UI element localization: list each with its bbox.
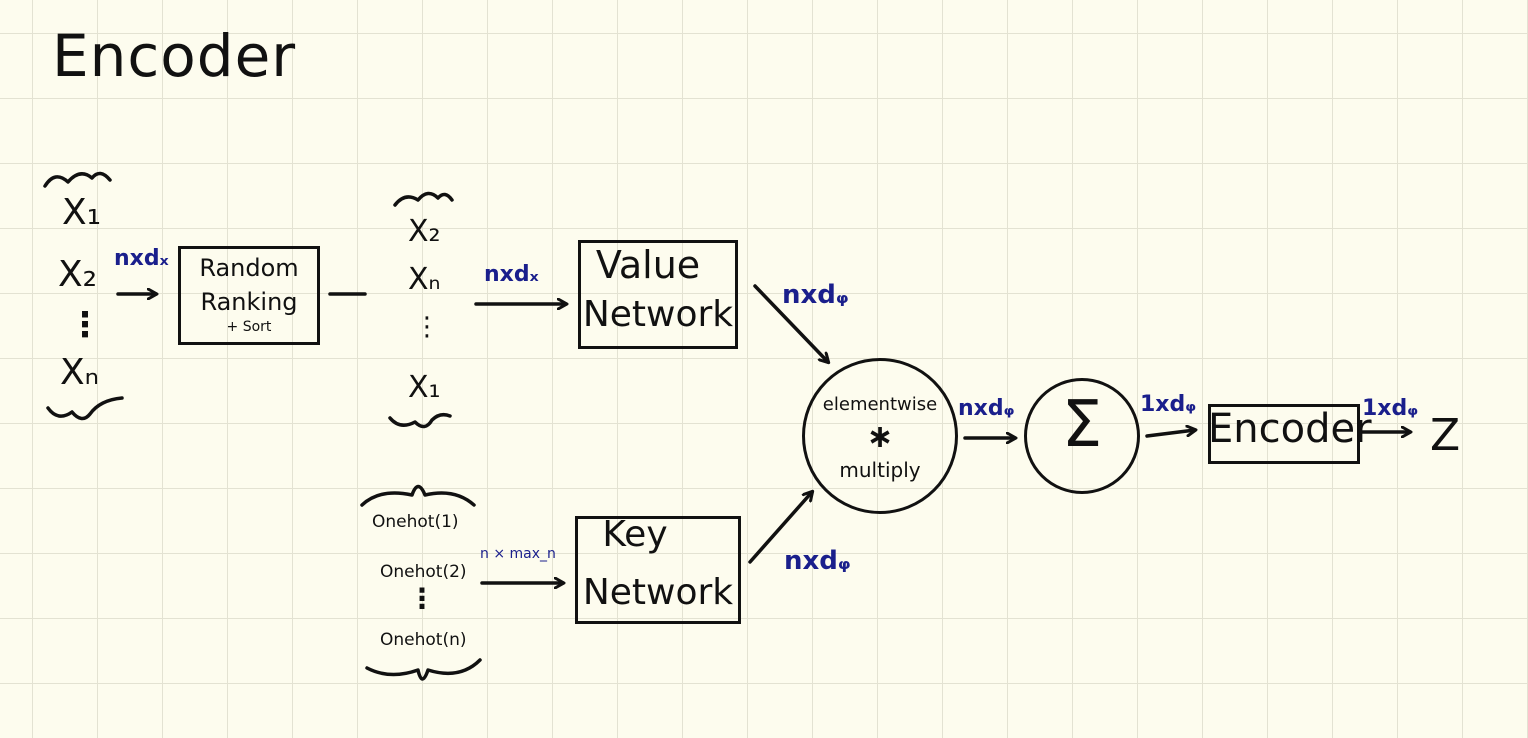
random-ranking-line1: Random xyxy=(199,254,299,282)
onehot-shape-label: n × max_n xyxy=(480,546,556,562)
input-x2: X₂ xyxy=(58,254,98,295)
key-network-box xyxy=(575,516,741,624)
onehot-bottom-brace xyxy=(365,658,482,681)
value-network-line1: Value xyxy=(595,243,701,287)
encoder-box xyxy=(1208,404,1360,464)
key-network-line1: Key xyxy=(602,514,668,555)
multiply-output-shape: nxdᵩ xyxy=(958,396,1015,421)
onehot-2: Onehot(2) xyxy=(380,562,467,582)
input-bottom-brace xyxy=(46,396,124,421)
multiply-line1: elementwise xyxy=(822,394,938,415)
random-ranking-line2: Ranking xyxy=(200,288,298,316)
multiply-symbol: ∗ xyxy=(866,417,894,455)
value-network-output-shape: nxdᵩ xyxy=(782,280,849,310)
input-x1: X₁ xyxy=(62,192,102,233)
permuted-bottom-brace xyxy=(388,412,452,429)
input-top-brace xyxy=(43,171,112,188)
permuted-top-brace xyxy=(393,191,454,207)
encoder-box-label: Encoder xyxy=(1208,406,1372,452)
encoder-output-shape: 1xdᵩ xyxy=(1362,396,1419,421)
sum-node xyxy=(1024,378,1140,494)
output-z: Z xyxy=(1430,410,1461,461)
key-network-line2: Network xyxy=(582,572,734,613)
sum-symbol: Σ xyxy=(1061,388,1103,462)
key-network-output-shape: nxdᵩ xyxy=(784,546,851,576)
multiply-line2: multiply xyxy=(839,458,921,482)
permuted-xn: Xₙ xyxy=(408,262,441,297)
onehot-1: Onehot(1) xyxy=(372,512,459,532)
permuted-x1: X₁ xyxy=(408,370,441,405)
value-network-line2: Network xyxy=(582,294,734,335)
value-network-box xyxy=(578,240,738,349)
input-xn: Xₙ xyxy=(60,352,100,393)
onehot-n: Onehot(n) xyxy=(380,630,467,650)
permuted-shape-label: nxdₓ xyxy=(484,262,539,287)
random-ranking-line3: + Sort xyxy=(226,319,272,335)
onehot-dots: ⋮ xyxy=(408,582,436,615)
onehot-top-brace xyxy=(360,484,476,507)
sum-output-shape: 1xdᵩ xyxy=(1140,392,1197,417)
arrow-value-to-multiply xyxy=(753,284,828,362)
random-ranking-box xyxy=(178,246,320,345)
permuted-x2: X₂ xyxy=(408,214,441,249)
arrow-sum-to-encoder xyxy=(1145,430,1195,438)
input-dots: ⋮ xyxy=(68,305,102,345)
page-title: Encoder xyxy=(52,22,297,90)
elementwise-multiply-node xyxy=(802,358,958,514)
arrow-key-to-multiply xyxy=(748,492,812,564)
permuted-dots: ⋮ xyxy=(414,312,440,342)
input-shape-label: nxdₓ xyxy=(114,246,169,271)
